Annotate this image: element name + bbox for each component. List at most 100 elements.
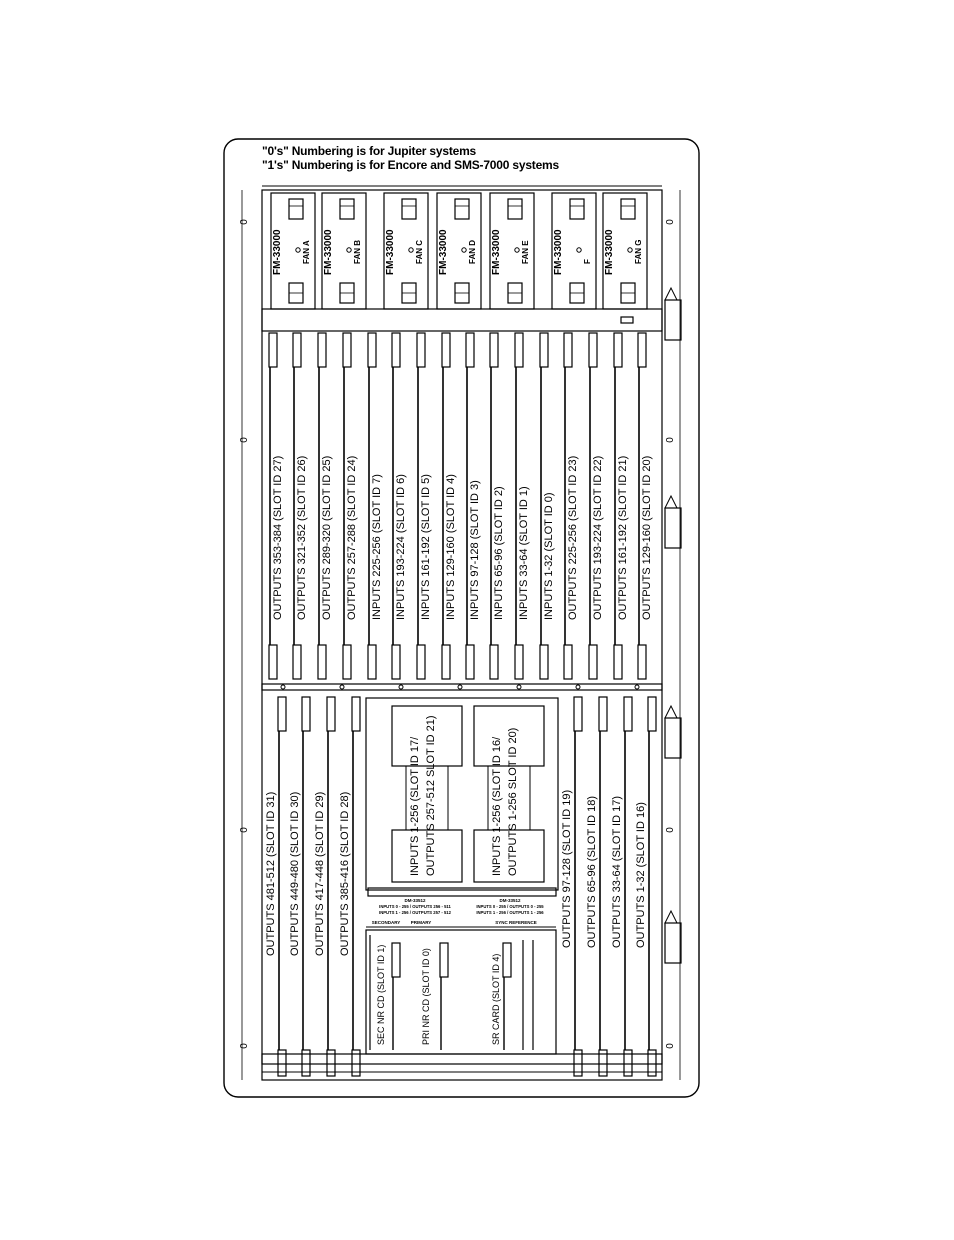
card-ejector-bottom — [465, 644, 475, 680]
frame-outline — [223, 138, 700, 1098]
divider-screw — [634, 684, 640, 690]
card-ejector-top — [277, 696, 287, 732]
fan-handle-top — [507, 198, 523, 220]
fan-name-label: F — [583, 259, 592, 264]
divider-screw — [457, 684, 463, 690]
card-ejector-bottom — [277, 1049, 287, 1077]
reference-card-label: SR CARD (SLOT ID 4) — [491, 954, 501, 1045]
side-zero-mark: 0 — [665, 1043, 676, 1049]
card-ejector-top — [317, 332, 327, 368]
upper-slot-label: OUTPUTS 321-352 (SLOT ID 26) — [296, 456, 308, 620]
latch-block — [664, 507, 682, 549]
card-ejector-bottom — [623, 1049, 633, 1077]
fan-name-label: FAN A — [302, 240, 311, 264]
fan-handle-top — [620, 198, 636, 220]
fan-name-label: FAN B — [353, 240, 362, 264]
card-ejector-bottom — [441, 644, 451, 680]
card-ejector-top — [391, 332, 401, 368]
fan-name-label: FAN G — [634, 240, 643, 264]
card-ejector-top — [292, 332, 302, 368]
card-ejector-bottom — [301, 1049, 311, 1077]
dm-label-title: DM-33512 — [499, 898, 521, 903]
dm-label-title: DM-33512 — [404, 898, 426, 903]
lower-left-slot-label: OUTPUTS 449-480 (SLOT ID 30) — [289, 792, 301, 956]
fan-handle-top — [569, 198, 585, 220]
numbering-notes: "0's" Numbering is for Jupiter systems "… — [262, 144, 559, 172]
bottom-strip — [261, 1053, 663, 1065]
fan-indicator-led — [346, 247, 352, 253]
fan-model-label: FM-33000 — [553, 229, 564, 275]
dm-module-label: OUTPUTS 1-256 SLOT ID 20) — [507, 728, 519, 876]
side-zero-mark: 0 — [239, 1043, 250, 1049]
latch-block — [664, 299, 682, 341]
card-ejector-bottom — [326, 1049, 336, 1077]
dm-module-label: INPUTS 1-256 (SLOT ID 17/ — [409, 736, 421, 876]
upper-slot-label: INPUTS 225-256 (SLOT ID 7) — [371, 474, 383, 620]
fan-model-label: FM-33000 — [604, 229, 615, 275]
lower-right-slot-label: OUTPUTS 1-32 (SLOT ID 16) — [635, 802, 647, 948]
side-zero-mark: 0 — [239, 437, 250, 443]
fan-model-label: FM-33000 — [491, 229, 502, 275]
lower-left-slot-label: OUTPUTS 417-448 (SLOT ID 29) — [314, 792, 326, 956]
side-zero-mark: 0 — [665, 827, 676, 833]
card-ejector-bottom — [647, 1049, 657, 1077]
reference-header: PRIMARY — [411, 920, 432, 925]
fan-model-label: FM-33000 — [438, 229, 449, 275]
card-ejector-top — [539, 332, 549, 368]
fan-model-label: FM-33000 — [272, 229, 283, 275]
card-ejector-bottom — [563, 644, 573, 680]
side-zero-mark: 0 — [239, 219, 250, 225]
upper-slot-label: OUTPUTS 129-160 (SLOT ID 20) — [641, 456, 653, 620]
card-ejector-top — [342, 332, 352, 368]
fan-indicator-led — [514, 247, 520, 253]
upper-slot-label: OUTPUTS 161-192 (SLOT ID 21) — [617, 456, 629, 620]
card-ejector-bottom — [598, 1049, 608, 1077]
latch-block — [664, 717, 682, 759]
card-ejector-bottom — [539, 644, 549, 680]
fan-handle-top — [288, 198, 304, 220]
lower-left-slot-label: OUTPUTS 385-416 (SLOT ID 28) — [339, 792, 351, 956]
upper-slot-label: INPUTS 65-96 (SLOT ID 2) — [493, 486, 505, 620]
reference-header: SYNC REFERENCE — [495, 920, 537, 925]
upper-slot-label: OUTPUTS 257-288 (SLOT ID 24) — [346, 456, 358, 620]
ref-card-ejector — [439, 942, 449, 978]
divider-screw — [280, 684, 286, 690]
divider-screw — [339, 684, 345, 690]
card-ejector-bottom — [351, 1049, 361, 1077]
divider-screw — [516, 684, 522, 690]
card-ejector-top — [489, 332, 499, 368]
fan-name-label: FAN C — [415, 240, 424, 264]
lower-left-slot-label: OUTPUTS 481-512 (SLOT ID 31) — [265, 792, 277, 956]
dm-module-bay — [365, 697, 559, 891]
card-ejector-top — [613, 332, 623, 368]
dm-module-upper-block — [391, 705, 463, 767]
fan-name-label: FAN D — [468, 240, 477, 264]
card-ejector-top — [465, 332, 475, 368]
fan-model-label: FM-33000 — [323, 229, 334, 275]
latch-arrow — [664, 494, 678, 509]
fan-indicator-led — [408, 247, 414, 253]
fan-indicator-led — [295, 247, 301, 253]
latch-arrow — [664, 704, 678, 719]
fan-handle-top — [339, 198, 355, 220]
card-ejector-bottom — [613, 644, 623, 680]
reference-card-label: SEC NR CD (SLOT ID 1) — [376, 945, 386, 1045]
card-ejector-top — [647, 696, 657, 732]
dm-module-lower-block — [473, 829, 545, 883]
card-ejector-bottom — [489, 644, 499, 680]
dm-module-upper-block — [473, 705, 545, 767]
card-ejector-top — [563, 332, 573, 368]
lower-right-slot-label: OUTPUTS 33-64 (SLOT ID 17) — [611, 796, 623, 948]
divider-screw — [398, 684, 404, 690]
upper-slot-label: OUTPUTS 353-384 (SLOT ID 27) — [272, 456, 284, 620]
card-ejector-bottom — [416, 644, 426, 680]
card-ejector-top — [623, 696, 633, 732]
latch-block — [664, 922, 682, 964]
fan-handle-top — [454, 198, 470, 220]
card-ejector-top — [588, 332, 598, 368]
latch-arrow — [664, 909, 678, 924]
upper-slot-label: INPUTS 193-224 (SLOT ID 6) — [395, 474, 407, 620]
upper-slot-label: OUTPUTS 289-320 (SLOT ID 25) — [321, 456, 333, 620]
